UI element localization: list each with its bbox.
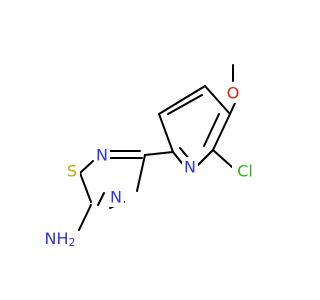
bond-c6py-cl [212,149,233,168]
bond-c4py-c3py-double [167,94,203,115]
bond-n4-c5-double-a [97,192,105,206]
bond-c5py-c4py [204,85,231,115]
bond-c5-nh2 [78,204,92,231]
atom-label-background [108,187,124,207]
atom-label-nh2: NH2 [45,229,76,249]
atom-label-layer: S N N N Cl O NH2 [42,83,258,249]
molecule-structure: S N N N Cl O NH2 [42,64,258,249]
atom-label-n4: N [110,188,122,207]
atom-label-background [225,83,241,103]
bond-c6py-c5py-double [203,113,220,147]
bond-c4py-c3py [158,85,206,115]
atom-label-background [182,157,198,177]
atom-label-o: O [227,84,240,103]
bond-s1-n2 [79,160,94,174]
atom-label-background [42,228,78,248]
atom-label-n2: N [96,146,108,165]
bond-s1-c5 [79,172,92,203]
bond-c3-n4 [136,154,146,192]
bond-c2py-c3py [158,113,174,153]
bond-c5py-o [229,102,236,115]
atom-label-background [232,161,258,181]
atom-label-s1: S [67,162,77,181]
atom-label-background [94,145,110,165]
bond-layer [78,64,236,231]
bond-npy-c6py [195,149,214,168]
bond-c3-c2py [144,151,174,156]
atom-label-npy: N [184,158,196,177]
bond-c6py-c5py [212,113,231,151]
atom-label-cl: Cl [237,162,253,181]
atom-label-background [64,161,80,181]
